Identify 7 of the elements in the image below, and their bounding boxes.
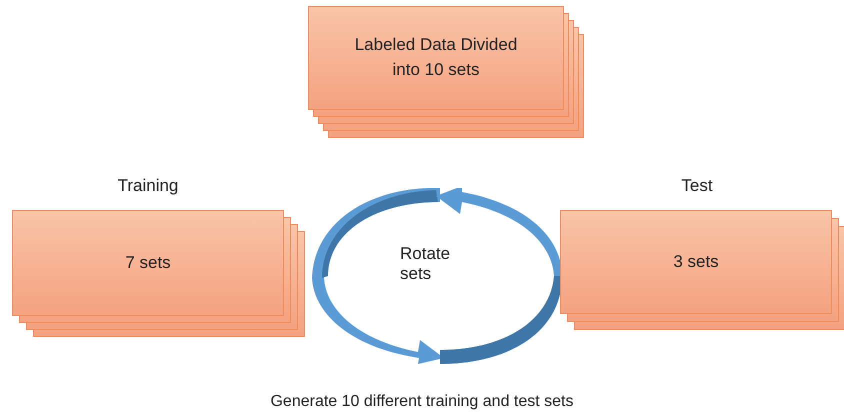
box-label: 7 sets — [125, 252, 171, 274]
box-label: 3 sets — [673, 250, 719, 273]
caption: Generate 10 different training and test sets — [269, 393, 574, 411]
cycle-label: Rotate sets — [400, 244, 452, 284]
box-heading: Test — [681, 176, 713, 196]
box-label: Labeled Data Divided into 10 sets — [354, 34, 518, 81]
box-heading: Training — [118, 176, 178, 196]
